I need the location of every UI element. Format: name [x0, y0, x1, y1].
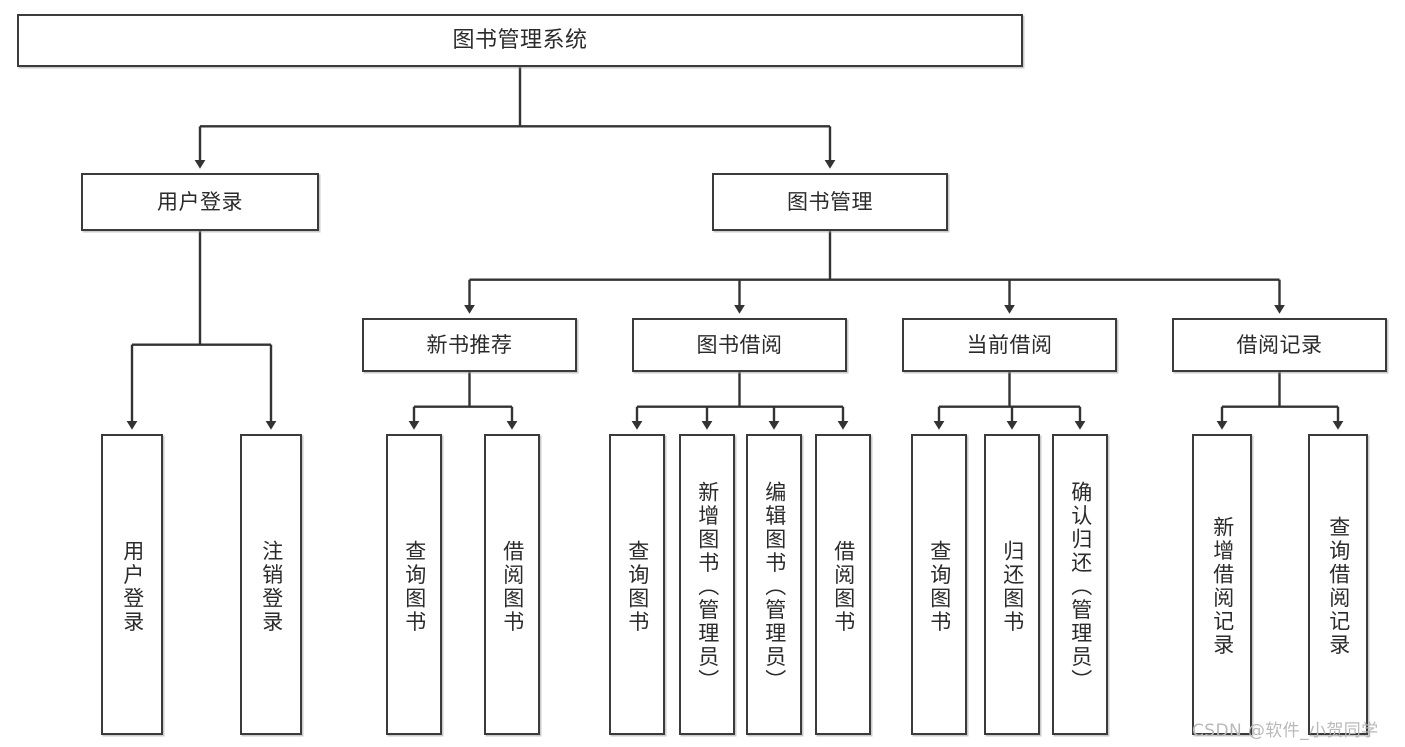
- node-label: 新增图书（管理员）: [695, 480, 720, 693]
- node-leaf-query-book-1[interactable]: 查询图书: [386, 434, 442, 735]
- node-leaf-query-book-3[interactable]: 查询图书: [911, 434, 967, 735]
- csdn-watermark: CSDN @软件_小贺同学: [1192, 721, 1379, 741]
- node-root[interactable]: 图书管理系统: [17, 14, 1023, 67]
- node-leaf-add-record[interactable]: 新增借阅记录: [1192, 434, 1252, 735]
- node-label: 借阅图书: [831, 539, 856, 634]
- node-label: 图书借阅: [696, 332, 783, 357]
- node-label: 图书管理系统: [452, 27, 588, 53]
- node-label: 查询图书: [402, 539, 427, 634]
- node-borrow-record[interactable]: 借阅记录: [1172, 318, 1387, 372]
- node-book-manage[interactable]: 图书管理: [712, 173, 948, 231]
- node-label: 借阅记录: [1236, 332, 1323, 357]
- node-leaf-logout[interactable]: 注销登录: [240, 434, 302, 735]
- node-leaf-borrow-book-2[interactable]: 借阅图书: [815, 434, 871, 735]
- node-label: 查询图书: [927, 539, 952, 634]
- node-label: 确认归还（管理员）: [1068, 480, 1093, 693]
- node-label: 编辑图书（管理员）: [762, 480, 787, 693]
- node-label: 归还图书: [1000, 539, 1025, 634]
- node-current-borrow[interactable]: 当前借阅: [902, 318, 1117, 372]
- node-leaf-user-login[interactable]: 用户登录: [101, 434, 163, 735]
- node-label: 图书管理: [787, 189, 873, 214]
- node-new-book-rec[interactable]: 新书推荐: [362, 318, 577, 372]
- node-label: 查询借阅记录: [1326, 516, 1351, 657]
- node-leaf-return-book[interactable]: 归还图书: [984, 434, 1040, 735]
- node-leaf-confirm-return[interactable]: 确认归还（管理员）: [1052, 434, 1108, 735]
- node-label: 新书推荐: [426, 332, 513, 357]
- node-label: 注销登录: [259, 539, 284, 634]
- node-leaf-add-book[interactable]: 新增图书（管理员）: [679, 434, 735, 735]
- node-label: 新增借阅记录: [1210, 516, 1235, 657]
- node-label: 用户登录: [120, 539, 145, 634]
- node-leaf-edit-book[interactable]: 编辑图书（管理员）: [746, 434, 802, 735]
- node-leaf-query-book-2[interactable]: 查询图书: [609, 434, 665, 735]
- node-label: 借阅图书: [500, 539, 525, 634]
- node-label: 用户登录: [157, 189, 243, 214]
- node-label: 查询图书: [625, 539, 650, 634]
- node-leaf-query-record[interactable]: 查询借阅记录: [1308, 434, 1368, 735]
- node-user-login[interactable]: 用户登录: [81, 173, 319, 231]
- node-book-borrow[interactable]: 图书借阅: [632, 318, 847, 372]
- node-leaf-borrow-book-1[interactable]: 借阅图书: [484, 434, 540, 735]
- node-label: 当前借阅: [966, 332, 1053, 357]
